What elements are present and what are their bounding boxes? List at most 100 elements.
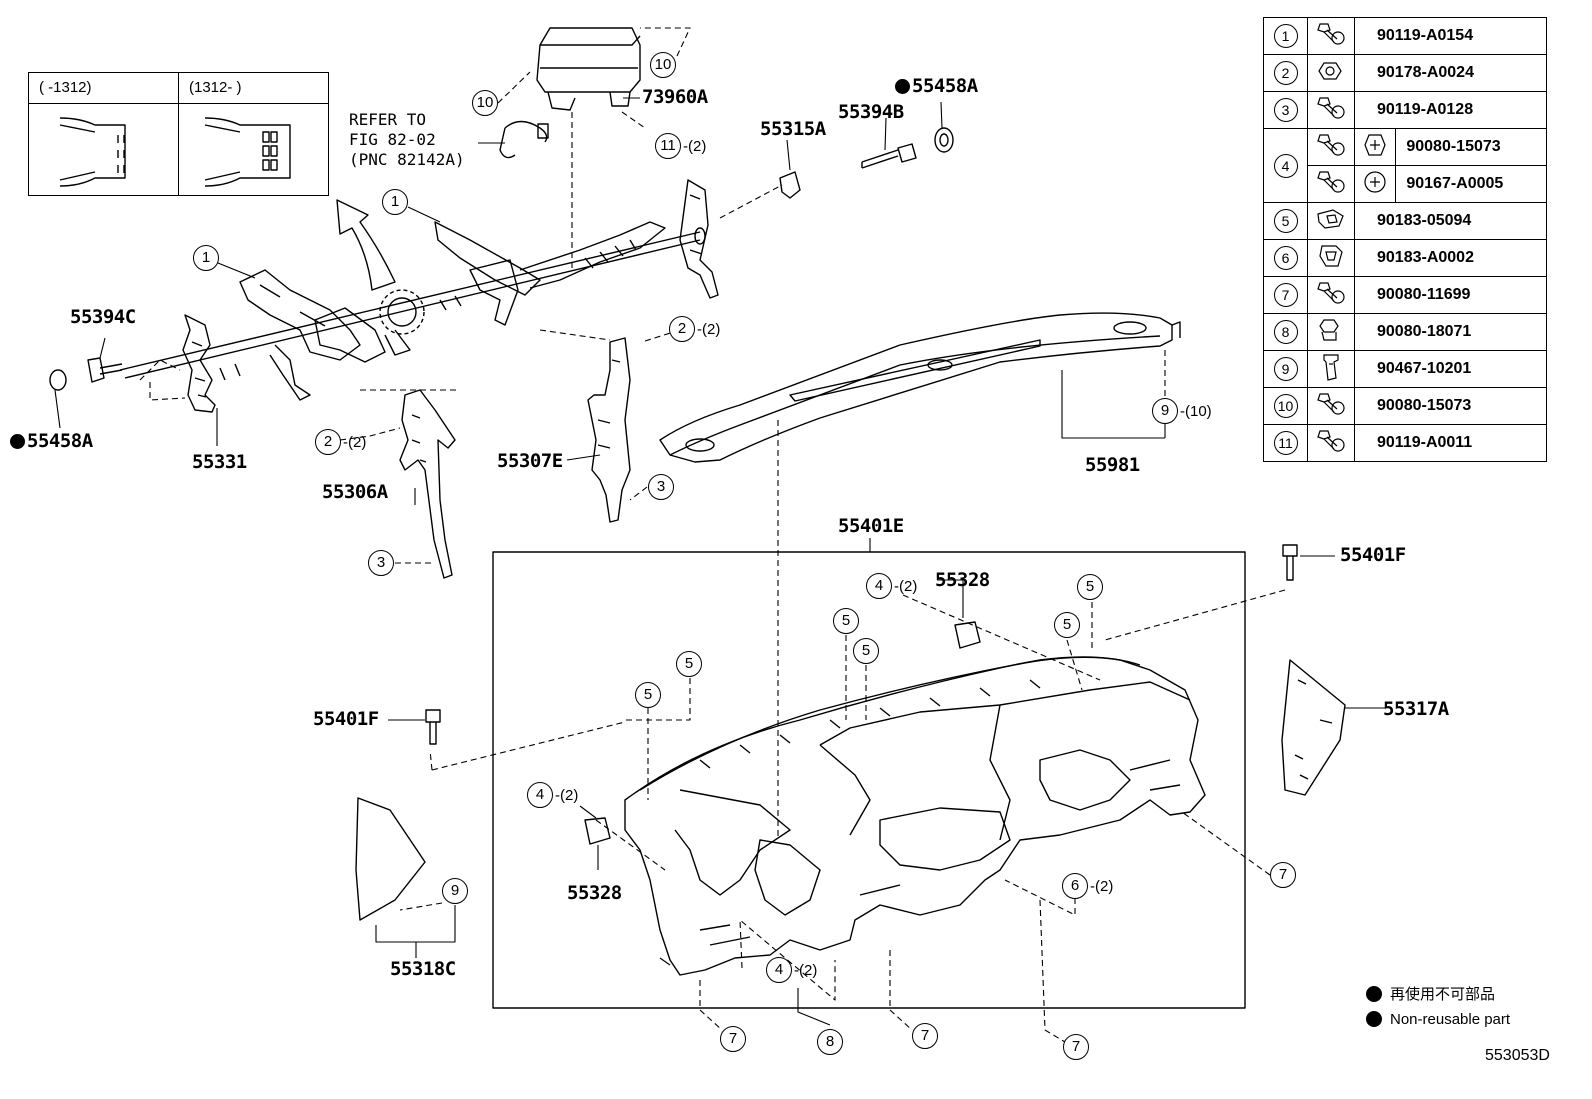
callout-1: 1 xyxy=(193,245,219,271)
part-label-55981: 55981 xyxy=(1085,454,1140,476)
part-label-55328-top: 55328 xyxy=(935,569,990,591)
bolt-icon xyxy=(1307,165,1355,203)
table-row-number: 3 xyxy=(1273,98,1298,122)
table-part-number: 90167-A0005 xyxy=(1395,165,1547,203)
table-row: 7 90080-11699 xyxy=(1263,276,1547,314)
part-label-55328-left: 55328 xyxy=(567,882,622,904)
upper-panel-55981-drawing xyxy=(659,312,1181,463)
callout-8: 8 xyxy=(817,1029,843,1055)
detail-arrow xyxy=(336,199,396,291)
nut-icon xyxy=(1307,313,1355,351)
table-row: 5 90183-05094 xyxy=(1263,202,1547,240)
callout-4: 4 xyxy=(527,782,553,808)
table-row-number: 11 xyxy=(1273,431,1298,455)
part-label-55401F-right: 55401F xyxy=(1340,544,1406,566)
part-label-55394C: 55394C xyxy=(70,306,136,328)
non-reusable-dot-icon xyxy=(1366,1011,1382,1027)
callout-4: 4 xyxy=(866,573,892,599)
table-row-number: 1 xyxy=(1273,24,1298,48)
table-part-number: 90183-A0002 xyxy=(1354,239,1547,277)
callout-2-qty: -(2) xyxy=(343,434,367,451)
callout-4-qty: -(2) xyxy=(894,578,918,595)
bolt-icon xyxy=(1307,424,1355,462)
table-row: 9 90467-10201 xyxy=(1263,350,1547,388)
callout-4: 4 xyxy=(766,957,792,983)
callout-6: 6 xyxy=(1062,873,1088,899)
refer-note: REFER TO FIG 82-02 (PNC 82142A) xyxy=(349,110,465,170)
part-label-55318C: 55318C xyxy=(390,958,456,980)
part-label-55307E: 55307E xyxy=(497,450,563,472)
callout-3: 3 xyxy=(368,550,394,576)
bolt-icon xyxy=(1307,128,1355,166)
legend: 再使用不可部品 Non-reusable part xyxy=(1366,982,1510,1032)
inset-left-column: ( -1312) xyxy=(29,73,179,195)
table-row-number: 2 xyxy=(1273,61,1298,85)
callout-4-qty: -(2) xyxy=(555,787,579,804)
side-cover-55318C-drawing xyxy=(355,797,426,921)
part-label-text: 55458A xyxy=(27,430,93,452)
non-reusable-dot-icon xyxy=(1366,986,1382,1002)
callout-2-qty: -(2) xyxy=(697,321,721,338)
part-label-55306A: 55306A xyxy=(322,481,388,503)
table-row: 10 90080-15073 xyxy=(1263,387,1547,425)
part-label-55394B: 55394B xyxy=(838,101,904,123)
refer-note-line-1: REFER TO xyxy=(349,110,427,129)
inset-right-header: (1312- ) xyxy=(179,73,328,104)
callout-10: 10 xyxy=(472,90,498,116)
callout-11-qty: -(2) xyxy=(683,138,707,155)
callout-1: 1 xyxy=(382,189,408,215)
figure-id: 553053D xyxy=(1485,1047,1550,1064)
table-row-number: 8 xyxy=(1273,320,1298,344)
callout-7: 7 xyxy=(720,1026,746,1052)
table-row-number: 9 xyxy=(1273,357,1298,381)
table-part-number: 90119-A0011 xyxy=(1354,424,1547,462)
bolt-icon xyxy=(1307,91,1355,129)
callout-9: 9 xyxy=(442,878,468,904)
callout-2: 2 xyxy=(315,429,341,455)
reinforcement-box xyxy=(492,551,1246,1009)
table-row-number: 10 xyxy=(1273,394,1298,418)
bolt-icon xyxy=(1307,17,1355,55)
parts-number-table: 1 90119-A0154 2 90178-A0024 3 90119-A012… xyxy=(1263,17,1547,462)
callout-10: 10 xyxy=(650,52,676,78)
clip-icon xyxy=(1307,239,1355,277)
table-part-number: 90467-10201 xyxy=(1354,350,1547,388)
side-cover-detail xyxy=(1294,679,1333,780)
part-label-73960A: 73960A xyxy=(642,86,708,108)
callout-9: 9 xyxy=(1152,398,1178,424)
table-part-number: 90080-15073 xyxy=(1354,387,1547,425)
table-part-number: 90119-A0128 xyxy=(1354,91,1547,129)
inset-detail-box: ( -1312) (1312- ) xyxy=(28,72,329,196)
left-bolt-nut-drawing xyxy=(49,357,123,391)
clip-bolt-nut-drawing xyxy=(779,127,954,199)
table-row-number: 6 xyxy=(1273,246,1298,270)
legend-text-jp: 再使用不可部品 xyxy=(1390,986,1496,1003)
table-part-number: 90178-A0024 xyxy=(1354,54,1547,92)
table-row-number: 5 xyxy=(1273,209,1298,233)
side-cover-55317A-drawing xyxy=(1281,659,1346,796)
callout-7: 7 xyxy=(1270,862,1296,888)
table-row: 90167-A0005 xyxy=(1264,165,1547,203)
table-part-number: 90080-15073 xyxy=(1395,128,1547,166)
brace-55306A-drawing xyxy=(399,389,456,579)
table-row: 6 90183-A0002 xyxy=(1263,239,1547,277)
table-row: 2 90178-A0024 xyxy=(1263,54,1547,92)
nut-icon xyxy=(1307,54,1355,92)
airbag-drawing xyxy=(499,27,641,159)
part-label-55401F-left: 55401F xyxy=(313,708,379,730)
table-part-number: 90119-A0154 xyxy=(1354,17,1547,55)
callout-4-qty: -(2) xyxy=(794,962,818,979)
table-part-number: 90080-11699 xyxy=(1354,276,1547,314)
screw-icon xyxy=(1353,128,1397,166)
legend-row-en: Non-reusable part xyxy=(1366,1007,1510,1032)
crossbeam-drawing xyxy=(119,179,719,413)
instrument-panel-drawing xyxy=(624,656,1206,976)
callout-7: 7 xyxy=(1063,1034,1089,1060)
part-label-55317A: 55317A xyxy=(1383,698,1449,720)
callout-5: 5 xyxy=(676,651,702,677)
inset-right-column: (1312- ) xyxy=(179,73,328,195)
legend-row-jp: 再使用不可部品 xyxy=(1366,982,1510,1007)
callout-5: 5 xyxy=(853,638,879,664)
table-part-number: 90080-18071 xyxy=(1354,313,1547,351)
